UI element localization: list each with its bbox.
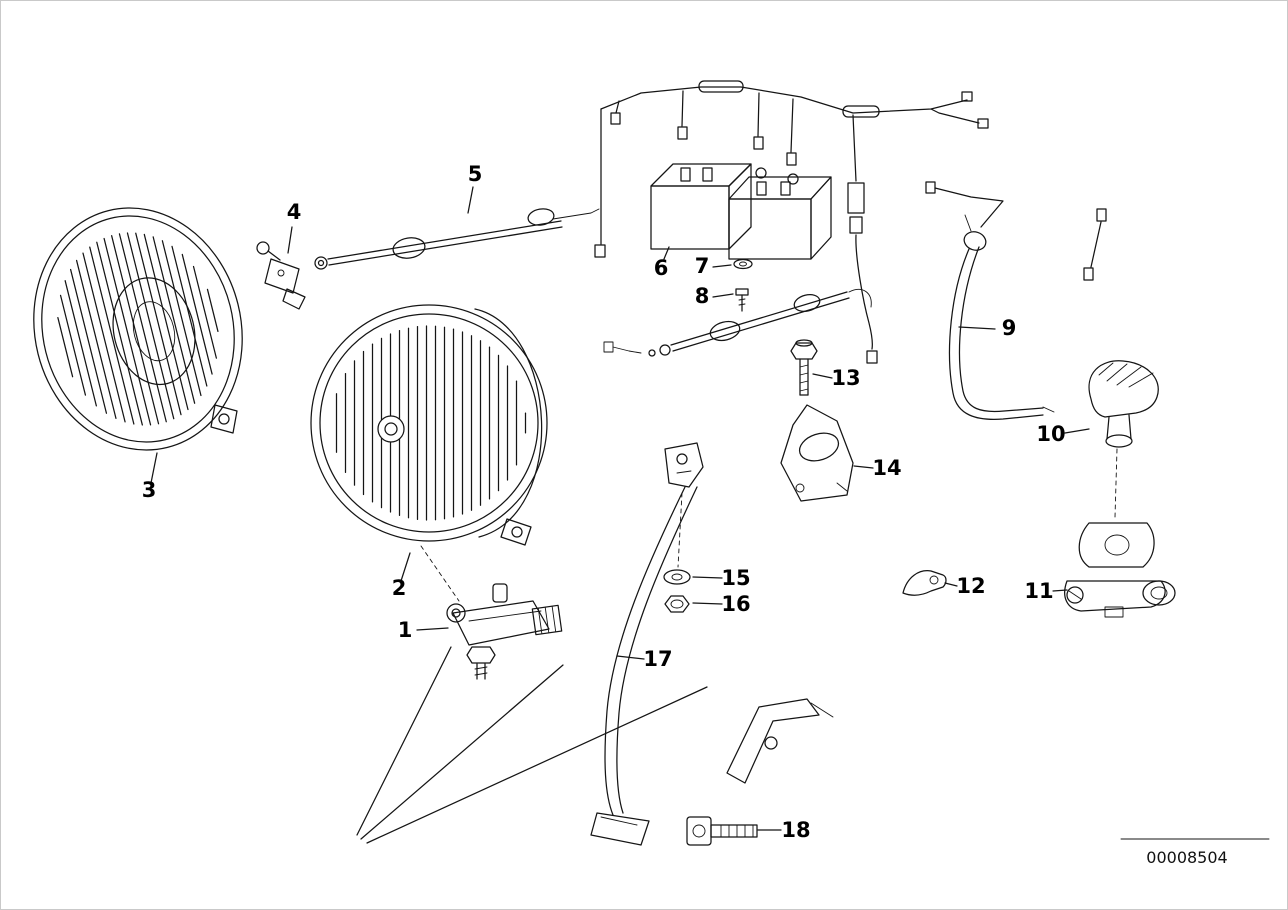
part-label-10[interactable]: 10 (1036, 422, 1065, 446)
part-label-16[interactable]: 16 (721, 592, 750, 616)
part-label-13[interactable]: 13 (831, 366, 860, 390)
part-label-15[interactable]: 15 (721, 566, 750, 590)
nut-part-16 (664, 595, 690, 613)
part-label-2[interactable]: 2 (392, 576, 407, 600)
headlamp-part-3 (33, 207, 243, 451)
projection-lines (356, 545, 708, 844)
strap-bracket-part-17 (590, 442, 834, 846)
washer-part-15 (663, 569, 691, 585)
part-label-1[interactable]: 1 (398, 618, 413, 642)
part-label-18[interactable]: 18 (781, 818, 810, 842)
bolt-part-13 (790, 339, 818, 396)
clamp-part-11 (1064, 522, 1176, 618)
pivot-mount-part-1 (446, 583, 563, 680)
part-label-9[interactable]: 9 (1002, 316, 1017, 340)
screw-part-8 (735, 288, 749, 312)
cable-run-middle (603, 288, 872, 357)
part-label-17[interactable]: 17 (643, 647, 672, 671)
part-label-8[interactable]: 8 (695, 284, 710, 308)
bracket-part-14 (780, 404, 854, 502)
washer-part-7 (733, 258, 753, 270)
part-label-4[interactable]: 4 (287, 200, 302, 224)
cable-part-5 (314, 208, 600, 270)
part-label-12[interactable]: 12 (956, 574, 985, 598)
leader-lines (150, 186, 1090, 831)
cable-part-9 (948, 214, 1055, 420)
fog-lamp-part-2 (310, 304, 548, 546)
alignment-line-15-16 (677, 492, 683, 568)
connector-part-4 (256, 241, 306, 310)
part-label-5[interactable]: 5 (468, 162, 483, 186)
screw-part-18 (686, 816, 758, 846)
diagram-code: 00008504 (1146, 848, 1227, 867)
part-label-3[interactable]: 3 (142, 478, 157, 502)
part-label-7[interactable]: 7 (695, 254, 710, 278)
part-label-6[interactable]: 6 (654, 256, 669, 280)
switch-part-10 (1088, 360, 1159, 518)
part-label-11[interactable]: 11 (1024, 579, 1053, 603)
wiring-harness (594, 80, 1107, 364)
clip-part-12 (902, 570, 947, 596)
part-label-14[interactable]: 14 (872, 456, 901, 480)
part-labels: 1 2 3 4 5 6 7 8 9 10 11 12 13 14 15 16 1… (142, 162, 1066, 842)
relay-part-6 (650, 163, 832, 260)
